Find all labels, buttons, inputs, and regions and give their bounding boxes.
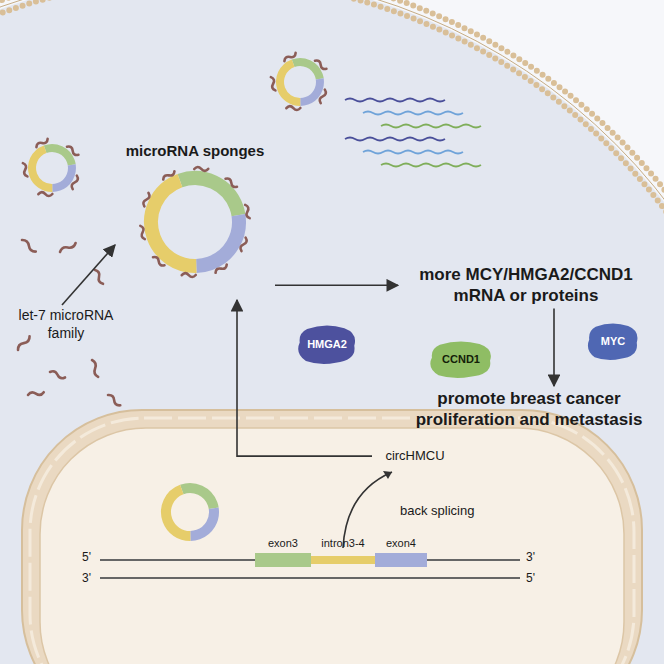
- intron-block: [311, 556, 375, 564]
- mrna-strand: [345, 138, 445, 141]
- circrna-segment: [159, 481, 221, 543]
- rna-decor: [16, 51, 481, 543]
- nuclear-envelope: [22, 410, 642, 664]
- mirna-strand: [38, 192, 52, 196]
- protein-blob: HMGA2: [296, 324, 358, 366]
- back-splicing-head: [383, 471, 392, 479]
- node-text: let-7 microRNA family: [12, 307, 120, 342]
- mirna-strand: [240, 237, 248, 252]
- mrna-strand: [363, 151, 463, 154]
- mrna-strand: [363, 112, 463, 115]
- protein-outline: [430, 341, 491, 378]
- mirna-strand: [319, 89, 327, 104]
- mrna-strand: [381, 125, 481, 128]
- mirna-strand: [269, 76, 277, 91]
- flow-arrow: [237, 300, 372, 456]
- text-node: promote breast cancer proliferation and …: [400, 386, 658, 433]
- node-text: CCND1: [442, 353, 480, 367]
- text-node: more MCY/HMGA2/CCND1 mRNA or proteins: [398, 262, 654, 309]
- node-text: circHMCU: [376, 448, 454, 464]
- circrna-segment: [274, 56, 325, 107]
- mirna-strand: [314, 59, 328, 70]
- text-label: exon4: [386, 537, 416, 549]
- node-text: MYC: [601, 335, 625, 349]
- text-label: 5': [526, 571, 535, 585]
- protein-blob: CCND1: [428, 340, 494, 380]
- mirna-strand: [21, 162, 29, 177]
- circrna-segment: [139, 166, 252, 279]
- mirna-strand: [21, 238, 37, 253]
- flow-arrow: [553, 309, 555, 387]
- mirna-strand: [28, 390, 44, 397]
- text-label: 5': [82, 550, 91, 564]
- exon4-block: [375, 553, 427, 567]
- circrna-segment: [159, 481, 221, 543]
- mirna-strand: [286, 106, 300, 110]
- nucleoplasm: [40, 428, 624, 664]
- back-splicing-arrow: [343, 472, 392, 548]
- mirna-strand: [107, 393, 122, 406]
- mirna-strand: [283, 51, 297, 63]
- mirna-strand: [243, 204, 251, 219]
- mrna-strand: [345, 99, 445, 102]
- mirna-strand: [194, 167, 208, 171]
- flow-arrow: [62, 245, 115, 305]
- mrna-strand: [381, 164, 481, 167]
- node-text: microRNA sponges: [115, 142, 275, 161]
- mirna-strand: [59, 241, 77, 253]
- nuclear-pores: [30, 418, 634, 664]
- node-text: HMGA2: [307, 338, 347, 352]
- node-text: more MCY/HMGA2/CCND1 mRNA or proteins: [402, 264, 650, 307]
- text-label: back splicing: [400, 503, 474, 518]
- mirna-strand: [152, 256, 166, 267]
- circrna-segment: [26, 142, 77, 193]
- exon3-block: [255, 553, 311, 567]
- circrna-segment: [274, 56, 325, 107]
- protein-outline: [588, 323, 638, 360]
- mirna-strand: [90, 359, 100, 377]
- flow-arrow: [275, 284, 398, 286]
- mirna-strand: [71, 175, 79, 190]
- text-label: exon3: [268, 537, 298, 549]
- mirna-strand: [224, 177, 238, 188]
- text-label: 3': [526, 550, 535, 564]
- mirna-strand: [93, 269, 104, 285]
- mirna-strand: [162, 170, 176, 182]
- circrna-segment: [26, 142, 77, 193]
- mirna-strand: [16, 335, 31, 351]
- mirna-strand: [138, 225, 146, 240]
- circrna-segment: [159, 481, 221, 543]
- dna-strand-bottom: [100, 577, 520, 579]
- mirna-strand: [142, 192, 150, 207]
- circrna-segment: [274, 56, 325, 107]
- text-label: intron3-4: [321, 537, 364, 549]
- node-text: promote breast cancer proliferation and …: [404, 388, 654, 431]
- circrna-segment: [139, 166, 252, 279]
- protein-outline: [298, 325, 355, 364]
- mirna-strand: [182, 273, 196, 277]
- text-label: 3': [82, 571, 91, 585]
- mirna-strand: [214, 263, 228, 275]
- mirna-strand: [49, 370, 65, 379]
- protein-blob: MYC: [586, 322, 640, 362]
- text-node: circHMCU: [372, 446, 458, 466]
- circrna-segment: [139, 166, 252, 279]
- circrna-segment: [26, 142, 77, 193]
- mirna-strand: [35, 137, 49, 149]
- mirna-strand: [66, 145, 80, 156]
- text-node: let-7 microRNA family: [8, 305, 124, 344]
- text-node: microRNA sponges: [115, 140, 275, 300]
